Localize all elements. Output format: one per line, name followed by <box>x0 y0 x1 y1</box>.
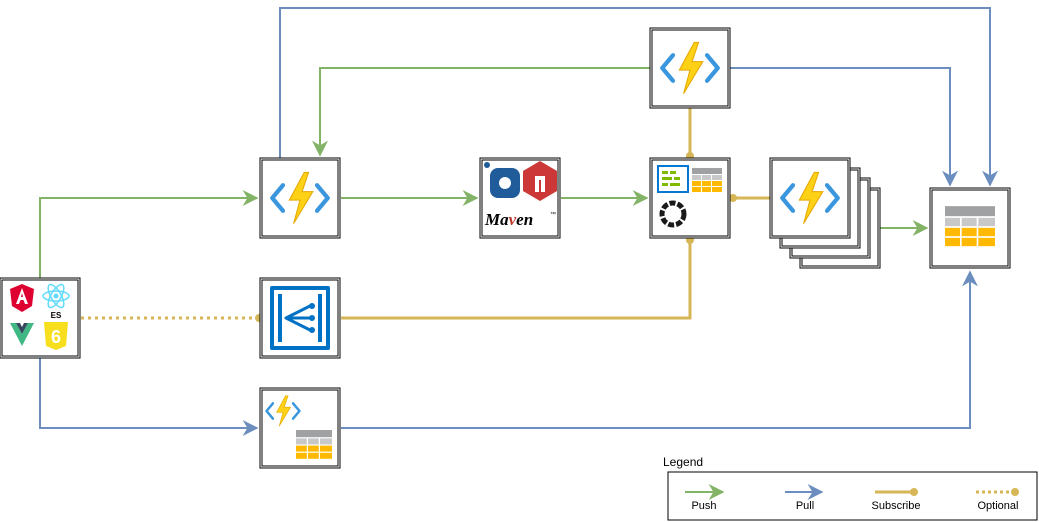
subscribe-endpoint <box>729 194 737 202</box>
edge-frontend-to-function-table <box>39 358 259 436</box>
react-icon <box>42 283 70 309</box>
legend-title: Legend <box>663 455 703 469</box>
pull-connectors <box>39 7 998 436</box>
legend-item-pull: Pull <box>785 484 824 512</box>
stream-node[interactable] <box>649 157 731 239</box>
event-hub-ring-icon <box>659 200 687 228</box>
edge-frontend-to-function-main <box>39 190 259 278</box>
legend-item-subscribe: Subscribe <box>872 488 921 512</box>
table-storage-node[interactable] <box>929 187 1011 269</box>
legend-item-push: Push <box>685 484 725 512</box>
maven-trademark: ™ <box>550 211 556 218</box>
function-table-node[interactable] <box>259 387 341 469</box>
frontend-node[interactable]: ES 6 <box>0 277 81 359</box>
small-dot-icon <box>484 162 490 168</box>
legend-item-optional: Optional <box>976 488 1019 512</box>
edge-function-top-to-table <box>730 67 958 187</box>
edge-function-main-to-table-top <box>279 7 998 187</box>
package-icon <box>490 168 520 198</box>
function-top-node[interactable] <box>649 27 731 109</box>
maven-label-left: Maven <box>484 210 533 229</box>
event-grid-node[interactable] <box>259 277 341 359</box>
es-version: 6 <box>51 327 61 347</box>
event-grid-icon <box>270 286 330 350</box>
table-storage-icon <box>296 430 332 459</box>
vue-icon <box>10 323 34 346</box>
legend-label-subscribe: Subscribe <box>872 500 921 512</box>
es-label: ES <box>51 311 62 320</box>
npm-icon <box>523 161 557 201</box>
angular-icon <box>10 284 34 312</box>
edge-function-table-to-table <box>341 270 978 429</box>
push-connectors <box>39 67 929 278</box>
table-storage-icon <box>692 168 722 192</box>
edge-function-top-to-function-main <box>312 67 650 157</box>
function-stack-node[interactable] <box>769 157 881 269</box>
legend-label-pull: Pull <box>796 500 814 512</box>
legend-label-push: Push <box>691 500 716 512</box>
edge-event-grid-to-stream <box>341 238 692 320</box>
maven-node[interactable]: Maven ™ <box>479 157 561 239</box>
function-main-node[interactable] <box>259 157 341 239</box>
stream-analytics-icon <box>657 165 689 193</box>
legend-label-optional: Optional <box>978 500 1019 512</box>
legend-box <box>667 471 1038 521</box>
es6-icon: ES 6 <box>44 311 68 350</box>
legend: Legend Push Pull Subscribe Optional <box>663 455 1038 521</box>
